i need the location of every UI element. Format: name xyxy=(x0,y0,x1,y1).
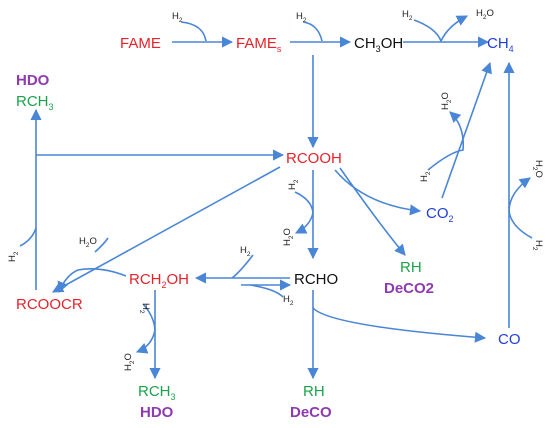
label-h2o-co2: H2O xyxy=(440,92,453,110)
node-rch3-bottom: RCH3 xyxy=(138,383,176,402)
label-h2-rch2oh: H2 xyxy=(240,245,251,258)
arrow-co2-to-methane xyxy=(441,61,492,199)
label-h2-co2: H2 xyxy=(419,171,432,182)
arrows xyxy=(19,15,533,380)
label-h2-top-2: H2 xyxy=(296,11,307,24)
node-rcoocr: RCOOCR xyxy=(16,296,83,313)
arrow-rcooh-to-rcoocr xyxy=(52,166,281,293)
arrow-h2-in-left xyxy=(19,227,37,247)
node-rch2oh: RCH2OH xyxy=(129,271,189,290)
node-fame: FAME xyxy=(120,35,161,52)
arrow-h2-h2o-co2 xyxy=(427,111,465,171)
node-rcooh: RCOOH xyxy=(286,150,342,167)
arrow-h2-in-1 xyxy=(180,21,207,42)
node-methane: CH4 xyxy=(487,35,514,54)
node-co2: CO2 xyxy=(426,205,454,224)
node-rh-deco: RH xyxy=(303,383,325,400)
label-hdo-top: HDO xyxy=(16,72,50,89)
label-h2-left: H2 xyxy=(7,251,20,262)
label-h2-co: H2 xyxy=(531,240,544,251)
node-methanol: CH3OH xyxy=(354,35,403,54)
label-h2-rcho: H2 xyxy=(283,294,294,307)
arrow-rch2oh-to-rcoocr xyxy=(57,268,127,294)
label-h2-top-3: H2 xyxy=(402,9,413,22)
label-deco: DeCO xyxy=(290,404,332,421)
node-fames: FAMEs xyxy=(236,35,282,54)
node-rh-deco2: RH xyxy=(400,259,422,276)
label-h2o-bottom: H2O xyxy=(123,353,136,371)
arrow-rcho-to-co xyxy=(312,307,487,343)
arrow-h2-h2o-top xyxy=(413,15,468,44)
arrow-h2-in-rch2oh xyxy=(231,254,254,279)
label-h2-rcooh: H2 xyxy=(287,179,300,190)
species-labels: H2 H2 H2 H2O H2 H2O H2 H2O H2O H2 H2 H2O… xyxy=(7,8,544,371)
label-h2o-left: H2O xyxy=(79,236,97,249)
label-h2o-top: H2O xyxy=(476,8,494,21)
arrow-h2-h2o-mid xyxy=(294,191,314,234)
label-h2o-rcooh: H2O xyxy=(282,228,295,246)
label-h2o-co: H2O xyxy=(531,160,544,178)
label-h2-bottom: H2 xyxy=(138,303,151,314)
arrow-rcooh-to-rh xyxy=(339,167,406,256)
node-co: CO xyxy=(498,331,521,348)
node-rch3-top: RCH3 xyxy=(16,93,54,112)
arrow-h2-h2o-co xyxy=(508,177,533,239)
label-hdo-bottom: HDO xyxy=(140,404,174,421)
label-deco2: DeCO2 xyxy=(384,280,434,297)
arrow-h2-rcho xyxy=(249,284,284,298)
nodes: FAME FAMEs CH3OH CH4 RCOOH CO2 RCHO RCH2… xyxy=(16,35,521,421)
node-rcho: RCHO xyxy=(294,271,338,288)
arrow-rcooh-to-co2 xyxy=(334,169,422,216)
arrow-h2o-out-left xyxy=(94,237,109,253)
arrow-h2-h2o-bottom xyxy=(135,303,156,354)
label-h2-top-1: H2 xyxy=(172,11,183,24)
arrow-h2-in-2 xyxy=(302,21,323,42)
